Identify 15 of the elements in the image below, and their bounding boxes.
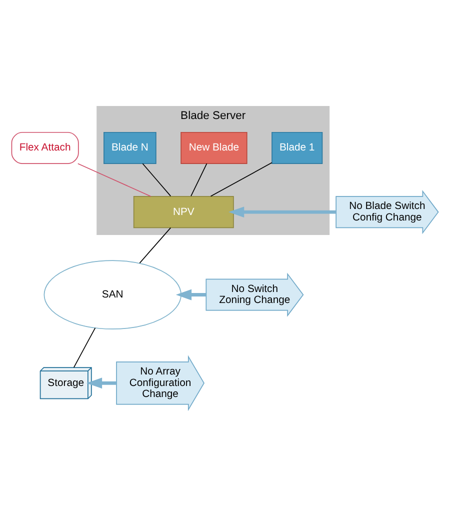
connector	[190, 162, 208, 196]
node-ellipse: SAN	[44, 260, 182, 329]
connector	[142, 162, 172, 196]
arrow	[86, 377, 116, 388]
connector	[210, 162, 272, 196]
node-box: Blade 1	[272, 131, 323, 164]
node-box: NPV	[133, 196, 234, 228]
node-box: New Blade	[180, 131, 248, 164]
connector	[77, 162, 152, 196]
arrow	[228, 206, 336, 218]
node-box: Blade N	[104, 131, 156, 164]
node-box: Flex Attach	[11, 131, 79, 164]
connector	[73, 326, 96, 368]
arrow	[176, 288, 206, 300]
connector	[139, 226, 172, 263]
